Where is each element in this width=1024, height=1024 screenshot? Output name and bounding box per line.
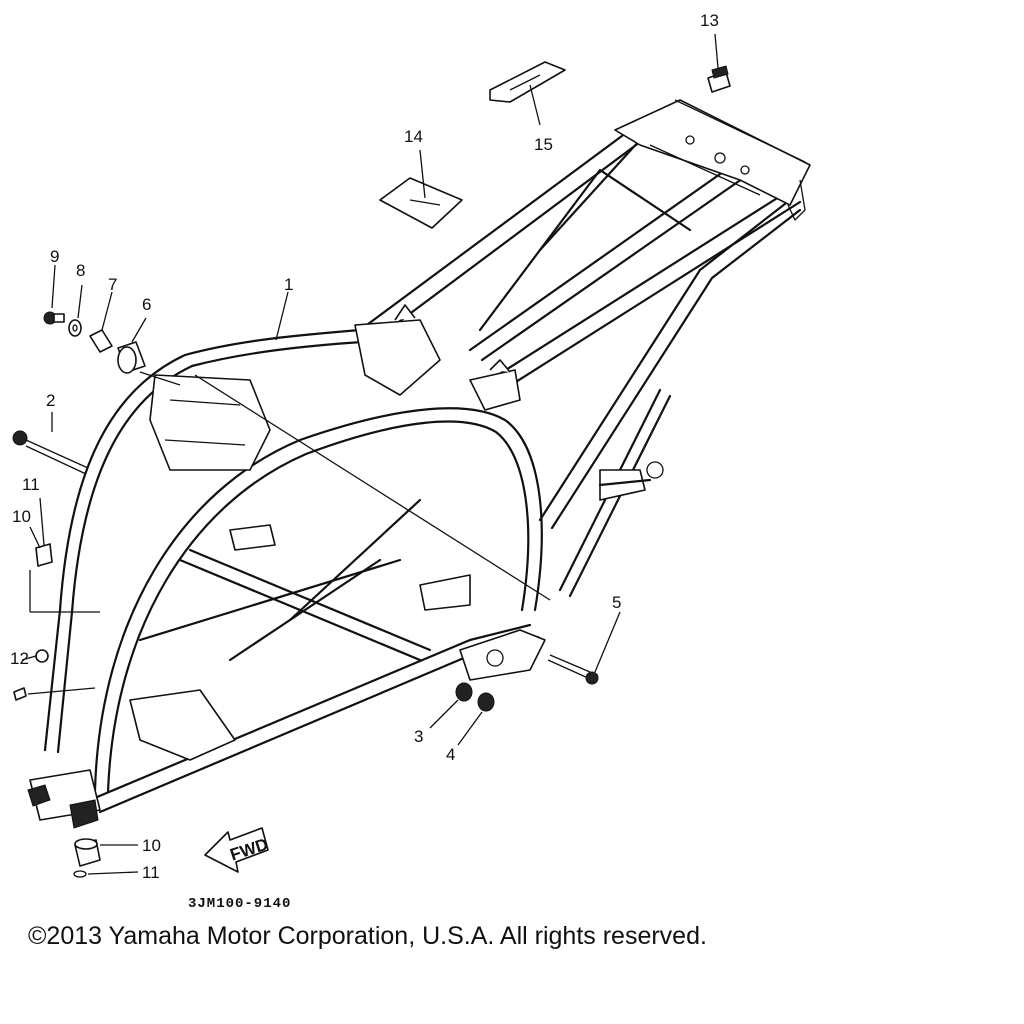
part-5-bolt (547, 654, 599, 685)
callout-10-upper: 10 (12, 507, 31, 526)
frame-assembly (27, 99, 811, 829)
callout-7: 7 (108, 275, 117, 294)
callout-14: 14 (404, 127, 423, 146)
part-8-washer (68, 319, 82, 337)
part-12-nut (13, 649, 49, 701)
part-13-bushing (707, 65, 731, 93)
part-9-bolt (43, 311, 65, 325)
part-10-bushing-upper (35, 543, 53, 567)
part-14-plate (379, 177, 463, 229)
part-7-collar (89, 329, 113, 353)
part-4-nut (477, 692, 495, 712)
part-code: 3JM100-9140 (188, 896, 292, 912)
fwd-arrow-icon: FWD (204, 827, 270, 873)
callout-15: 15 (534, 135, 553, 154)
part-2-bolt (12, 430, 89, 475)
part-3-washer (455, 682, 473, 702)
part-15-bracket (489, 61, 566, 103)
callout-11-upper: 11 (22, 475, 40, 494)
callout-4: 4 (446, 745, 455, 764)
callout-2: 2 (46, 391, 55, 410)
callout-13: 13 (700, 11, 719, 30)
copyright-notice: ©2013 Yamaha Motor Corporation, U.S.A. A… (28, 922, 707, 950)
callout-6: 6 (142, 295, 151, 314)
callout-3: 3 (414, 727, 423, 746)
callout-numbers: 13 15 14 1 9 8 7 6 2 11 10 12 3 4 5 10 1… (10, 11, 719, 882)
part-10-bushing-lower (74, 838, 101, 867)
part-11-clip-lower (73, 870, 87, 878)
callout-11-lower: 11 (142, 863, 160, 882)
callout-8: 8 (76, 261, 85, 280)
callout-1: 1 (284, 275, 293, 294)
leader-lines (21, 33, 719, 875)
callout-12: 12 (10, 649, 29, 668)
part-6-bushing (117, 341, 146, 374)
callout-5: 5 (612, 593, 621, 612)
callout-10-lower: 10 (142, 836, 161, 855)
callout-9: 9 (50, 247, 59, 266)
